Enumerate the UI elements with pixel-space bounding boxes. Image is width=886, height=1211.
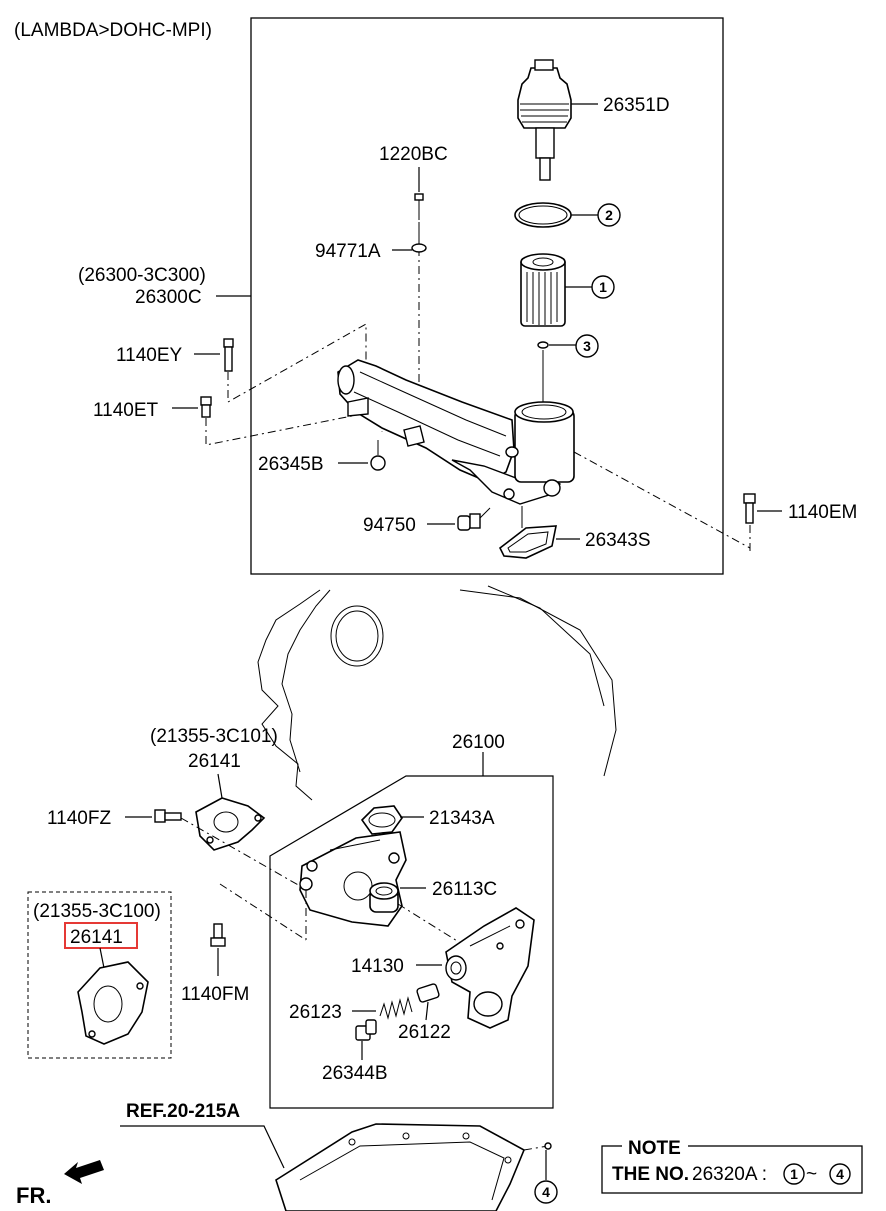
bolt-1140FM[interactable] <box>210 923 226 947</box>
oil-pressure-switch[interactable] <box>457 507 491 531</box>
bushing-26113C[interactable] <box>369 882 399 913</box>
svg-text:1: 1 <box>599 279 607 295</box>
front-arrow-icon <box>64 1160 104 1184</box>
label-26343S: 26343S <box>585 530 651 551</box>
callout-1 <box>591 275 615 299</box>
bolt-1140EM[interactable] <box>743 493 756 524</box>
small-o-ring[interactable] <box>537 341 549 349</box>
bolt-1140EY[interactable] <box>223 338 234 372</box>
label-26141-upper: 26141 <box>188 751 241 772</box>
note-circle-1 <box>783 1163 805 1185</box>
plug-26345B[interactable] <box>370 455 386 471</box>
label-1220BC: 1220BC <box>379 144 448 165</box>
note-box <box>601 1145 863 1194</box>
label-94771A: 94771A <box>315 241 381 262</box>
plug-26344B[interactable] <box>355 1019 377 1041</box>
relief-housing-14130[interactable] <box>445 907 535 1029</box>
oil-filter-cap[interactable] <box>517 59 572 181</box>
label-26300-ref: (26300-3C300) <box>78 265 206 286</box>
label-14130: 14130 <box>351 956 404 977</box>
note-tilde: ~ <box>806 1164 817 1185</box>
chain-cover-26141-upper[interactable] <box>195 797 266 851</box>
label-26300C: 26300C <box>135 287 202 308</box>
note-part: 26320A : <box>692 1164 767 1185</box>
note-prefix: THE NO. <box>612 1164 689 1185</box>
note-circle-4 <box>829 1163 851 1185</box>
svg-text:2: 2 <box>605 207 613 223</box>
ref-label: REF.20-215A <box>126 1101 240 1122</box>
label-21355-ref1: (21355-3C101) <box>150 726 278 747</box>
alt-cover-box <box>27 891 172 1059</box>
note-title: NOTE <box>628 1138 681 1159</box>
label-1140EM: 1140EM <box>788 502 857 523</box>
front-label: FR. <box>16 1183 51 1208</box>
label-26141-highlighted: 26141 <box>70 927 123 948</box>
label-26113C: 26113C <box>432 879 497 900</box>
callout-4 <box>534 1180 558 1204</box>
bolt-1140FZ[interactable] <box>154 809 182 823</box>
highlight-box <box>64 922 138 949</box>
label-26344B: 26344B <box>322 1063 388 1084</box>
spring-26123[interactable] <box>379 996 413 1020</box>
label-1140FZ: 1140FZ <box>47 808 111 829</box>
label-94750: 94750 <box>363 515 416 536</box>
svg-text:4: 4 <box>836 1166 844 1182</box>
oil-pan <box>275 1123 526 1211</box>
label-26351D: 26351D <box>603 95 670 116</box>
engine-title: (LAMBDA>DOHC-MPI) <box>14 20 212 41</box>
label-26122: 26122 <box>398 1022 451 1043</box>
plunger-26122[interactable] <box>416 983 440 1003</box>
oil-filter-element[interactable] <box>520 253 566 327</box>
oil-pump-frame <box>269 775 554 1109</box>
svg-text:1: 1 <box>790 1166 798 1182</box>
label-1140EY: 1140EY <box>116 345 183 366</box>
label-26100: 26100 <box>452 732 505 753</box>
gasket-26343S[interactable] <box>498 525 557 559</box>
bolt-1220BC[interactable] <box>414 193 424 212</box>
label-1140ET: 1140ET <box>93 400 159 421</box>
engine-block-outline <box>257 585 617 801</box>
label-26123: 26123 <box>289 1002 342 1023</box>
strainer-21343A[interactable] <box>360 805 403 835</box>
svg-text:4: 4 <box>542 1184 550 1200</box>
bolt-1140ET[interactable] <box>200 396 212 418</box>
oil-filter-housing[interactable] <box>337 359 575 505</box>
chain-cover-26141-lower[interactable] <box>77 961 149 1045</box>
label-26345B: 26345B <box>258 454 324 475</box>
label-21355-ref2: (21355-3C100) <box>33 901 161 922</box>
callout-3 <box>575 334 599 358</box>
clip-94771A[interactable] <box>411 222 427 253</box>
o-ring[interactable] <box>514 202 572 228</box>
callout-2 <box>597 203 621 227</box>
label-21343A: 21343A <box>429 808 495 829</box>
label-1140FM: 1140FM <box>181 984 249 1005</box>
svg-text:3: 3 <box>583 338 591 354</box>
